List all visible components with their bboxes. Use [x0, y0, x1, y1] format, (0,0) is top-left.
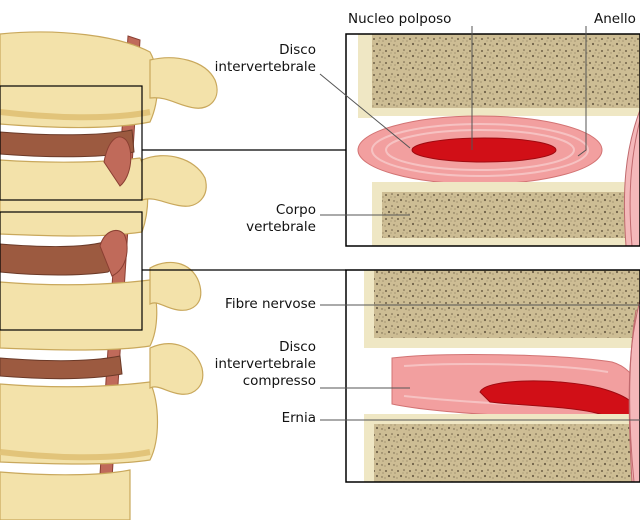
highlight-box-bottom	[0, 211, 143, 331]
vertebra-body-3	[0, 279, 158, 351]
label-compresso-line2: intervertebrale	[214, 356, 316, 372]
nerve-exit-2	[99, 230, 128, 277]
label-disco-line2: intervertebrale	[214, 59, 316, 75]
herniated-nucleus	[479, 380, 640, 425]
compressed-disc	[391, 354, 640, 425]
nucleus-pulposus	[411, 137, 557, 163]
leader-disco	[319, 73, 411, 149]
label-ernia: Ernia	[281, 410, 316, 426]
label-fibre-nervose: Fibre nervose	[225, 296, 316, 312]
transverse-process-4	[149, 343, 204, 395]
nerve-exit-1	[103, 136, 132, 187]
highlight-box-top	[0, 85, 143, 201]
transverse-process-3	[149, 261, 202, 311]
normal-disc	[357, 115, 603, 185]
leader-lines	[319, 26, 640, 421]
disc-3	[0, 355, 123, 380]
disc-2	[0, 239, 116, 276]
vertebra-body-5	[0, 469, 131, 520]
label-corpo-line1: Corpo	[275, 202, 316, 218]
label-corpo-line2: vertebrale	[246, 219, 316, 235]
leader-anello	[577, 26, 587, 157]
detail-panel-normal	[345, 33, 640, 247]
disc-1	[0, 129, 135, 158]
spine-illustration	[0, 31, 346, 520]
transverse-process-2	[141, 155, 207, 207]
detail-panel-herniated	[345, 269, 640, 483]
transverse-process-1	[149, 57, 218, 109]
label-anello: Anello	[594, 11, 636, 27]
label-compresso-line1: Disco	[279, 339, 316, 355]
label-disco-line1: Disco	[279, 42, 316, 58]
vertebra-body-4	[0, 381, 159, 465]
label-nucleo-polposo: Nucleo polposo	[348, 11, 452, 27]
label-compresso-line3: compresso	[242, 373, 316, 389]
